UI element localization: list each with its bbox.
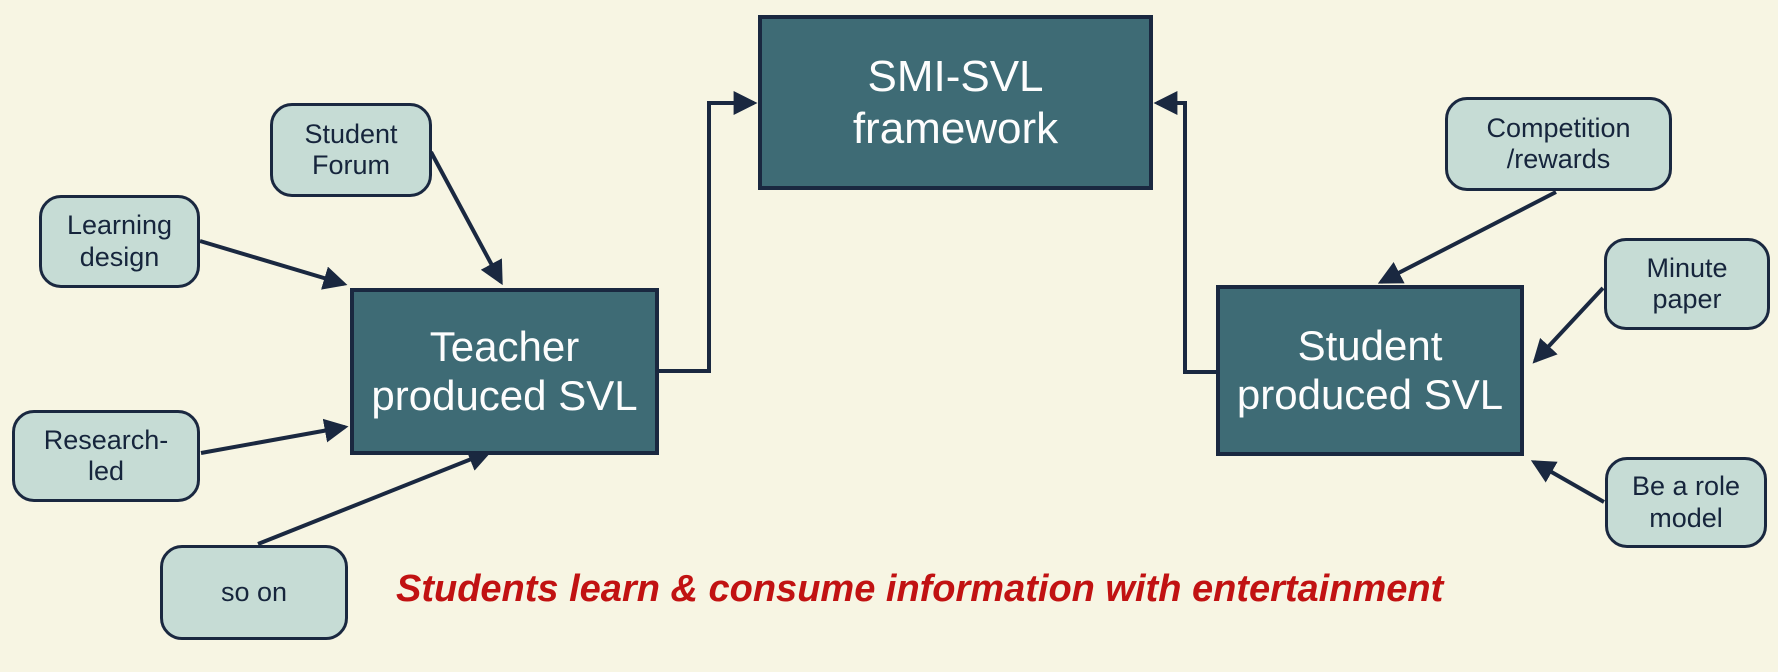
node-student-forum: Student Forum xyxy=(270,103,432,197)
node-label: Student produced SVL xyxy=(1236,321,1504,418)
node-be-a-role-model: Be a role model xyxy=(1605,457,1767,548)
connector-student-to-smi-framework xyxy=(1153,91,1216,374)
connector-student-forum-to-teacher xyxy=(429,151,503,286)
node-label: Be a role model xyxy=(1631,471,1741,533)
node-label: Minute paper xyxy=(1646,252,1728,314)
node-label: SMI-SVL framework xyxy=(852,52,1059,153)
connector-competition-to-student xyxy=(1377,190,1557,284)
node-teacher-produced-svl: Teacher produced SVL xyxy=(350,288,659,455)
node-competition-rewards: Competition /rewards xyxy=(1445,97,1672,191)
node-learning-design: Learning design xyxy=(39,195,200,288)
node-label: Research- led xyxy=(43,424,169,486)
caption-text: Students learn & consume information wit… xyxy=(396,568,1444,610)
connector-so-on-to-teacher xyxy=(257,448,493,546)
connector-teacher-to-smi-framework xyxy=(659,91,758,373)
node-so-on: so on xyxy=(160,545,348,640)
node-label: Learning design xyxy=(66,210,173,272)
node-label: so on xyxy=(220,576,288,607)
node-minute-paper: Minute paper xyxy=(1604,238,1770,330)
node-smi-svl-framework: SMI-SVL framework xyxy=(758,15,1153,190)
node-label: Teacher produced SVL xyxy=(371,322,638,419)
connector-research-led-to-teacher xyxy=(200,418,349,455)
connector-minute-paper-to-student xyxy=(1532,286,1605,364)
connector-role-model-to-student xyxy=(1530,460,1605,504)
node-student-produced-svl: Student produced SVL xyxy=(1216,285,1524,456)
node-label: Competition /rewards xyxy=(1486,112,1631,174)
node-research-led: Research- led xyxy=(12,410,200,502)
node-label: Student Forum xyxy=(304,118,398,180)
connector-learning-design-to-teacher xyxy=(199,239,348,290)
